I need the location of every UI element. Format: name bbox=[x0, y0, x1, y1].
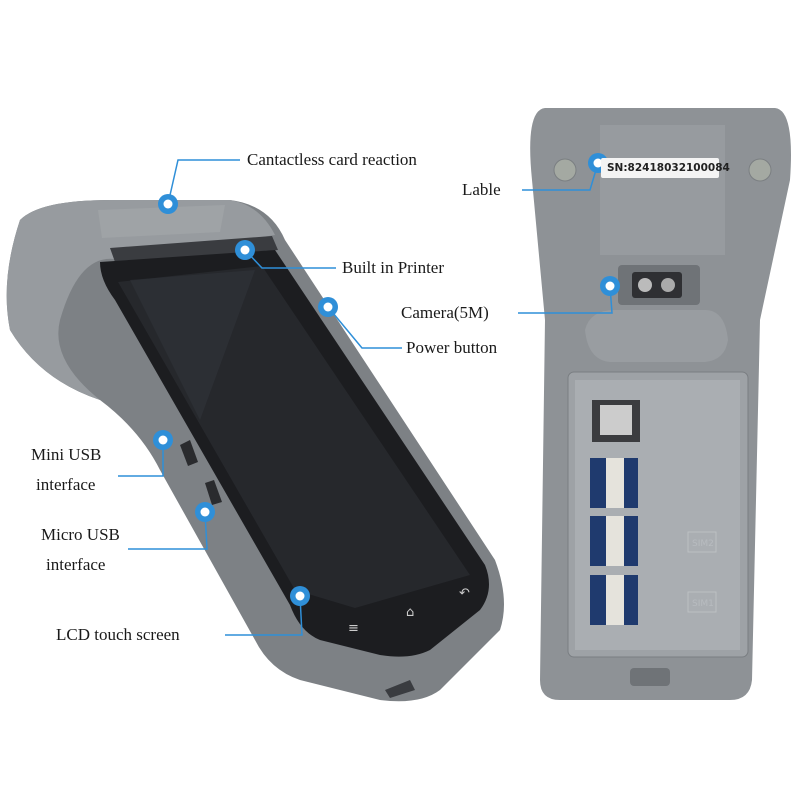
callout-mini-usb-line2: interface bbox=[36, 475, 96, 494]
callout-label: Lable bbox=[462, 180, 501, 199]
slot-label-sim2: SIM2 bbox=[692, 539, 714, 549]
marker-micro-usb bbox=[195, 502, 215, 522]
svg-text:↶: ↶ bbox=[459, 586, 470, 601]
marker-camera bbox=[600, 276, 620, 296]
marker-lcd bbox=[290, 586, 310, 606]
marker-power bbox=[318, 297, 338, 317]
callout-camera: Camera(5M) bbox=[401, 303, 489, 322]
marker-mini-usb bbox=[153, 430, 173, 450]
callout-power: Power button bbox=[406, 338, 498, 357]
svg-text:⌂: ⌂ bbox=[406, 605, 414, 620]
callout-micro-usb-line1: Micro USB bbox=[41, 525, 120, 544]
marker-contactless bbox=[158, 194, 178, 214]
svg-text:≡: ≡ bbox=[348, 621, 359, 636]
sim-slots: SIM2 SIM1 bbox=[590, 400, 717, 625]
serial-number-label: SN:82418032100084 bbox=[601, 158, 730, 178]
callout-lcd: LCD touch screen bbox=[56, 625, 180, 644]
callout-micro-usb-line2: interface bbox=[46, 555, 106, 574]
callout-mini-usb-line1: Mini USB bbox=[31, 445, 102, 464]
back-device: SIM2 SIM1 bbox=[530, 108, 791, 700]
marker-printer bbox=[235, 240, 255, 260]
front-device: ≡ ⌂ ↶ bbox=[6, 200, 505, 702]
callout-contactless: Cantactless card reaction bbox=[247, 150, 417, 169]
slot-label-sim1: SIM1 bbox=[692, 599, 714, 609]
callout-printer: Built in Printer bbox=[342, 258, 444, 277]
